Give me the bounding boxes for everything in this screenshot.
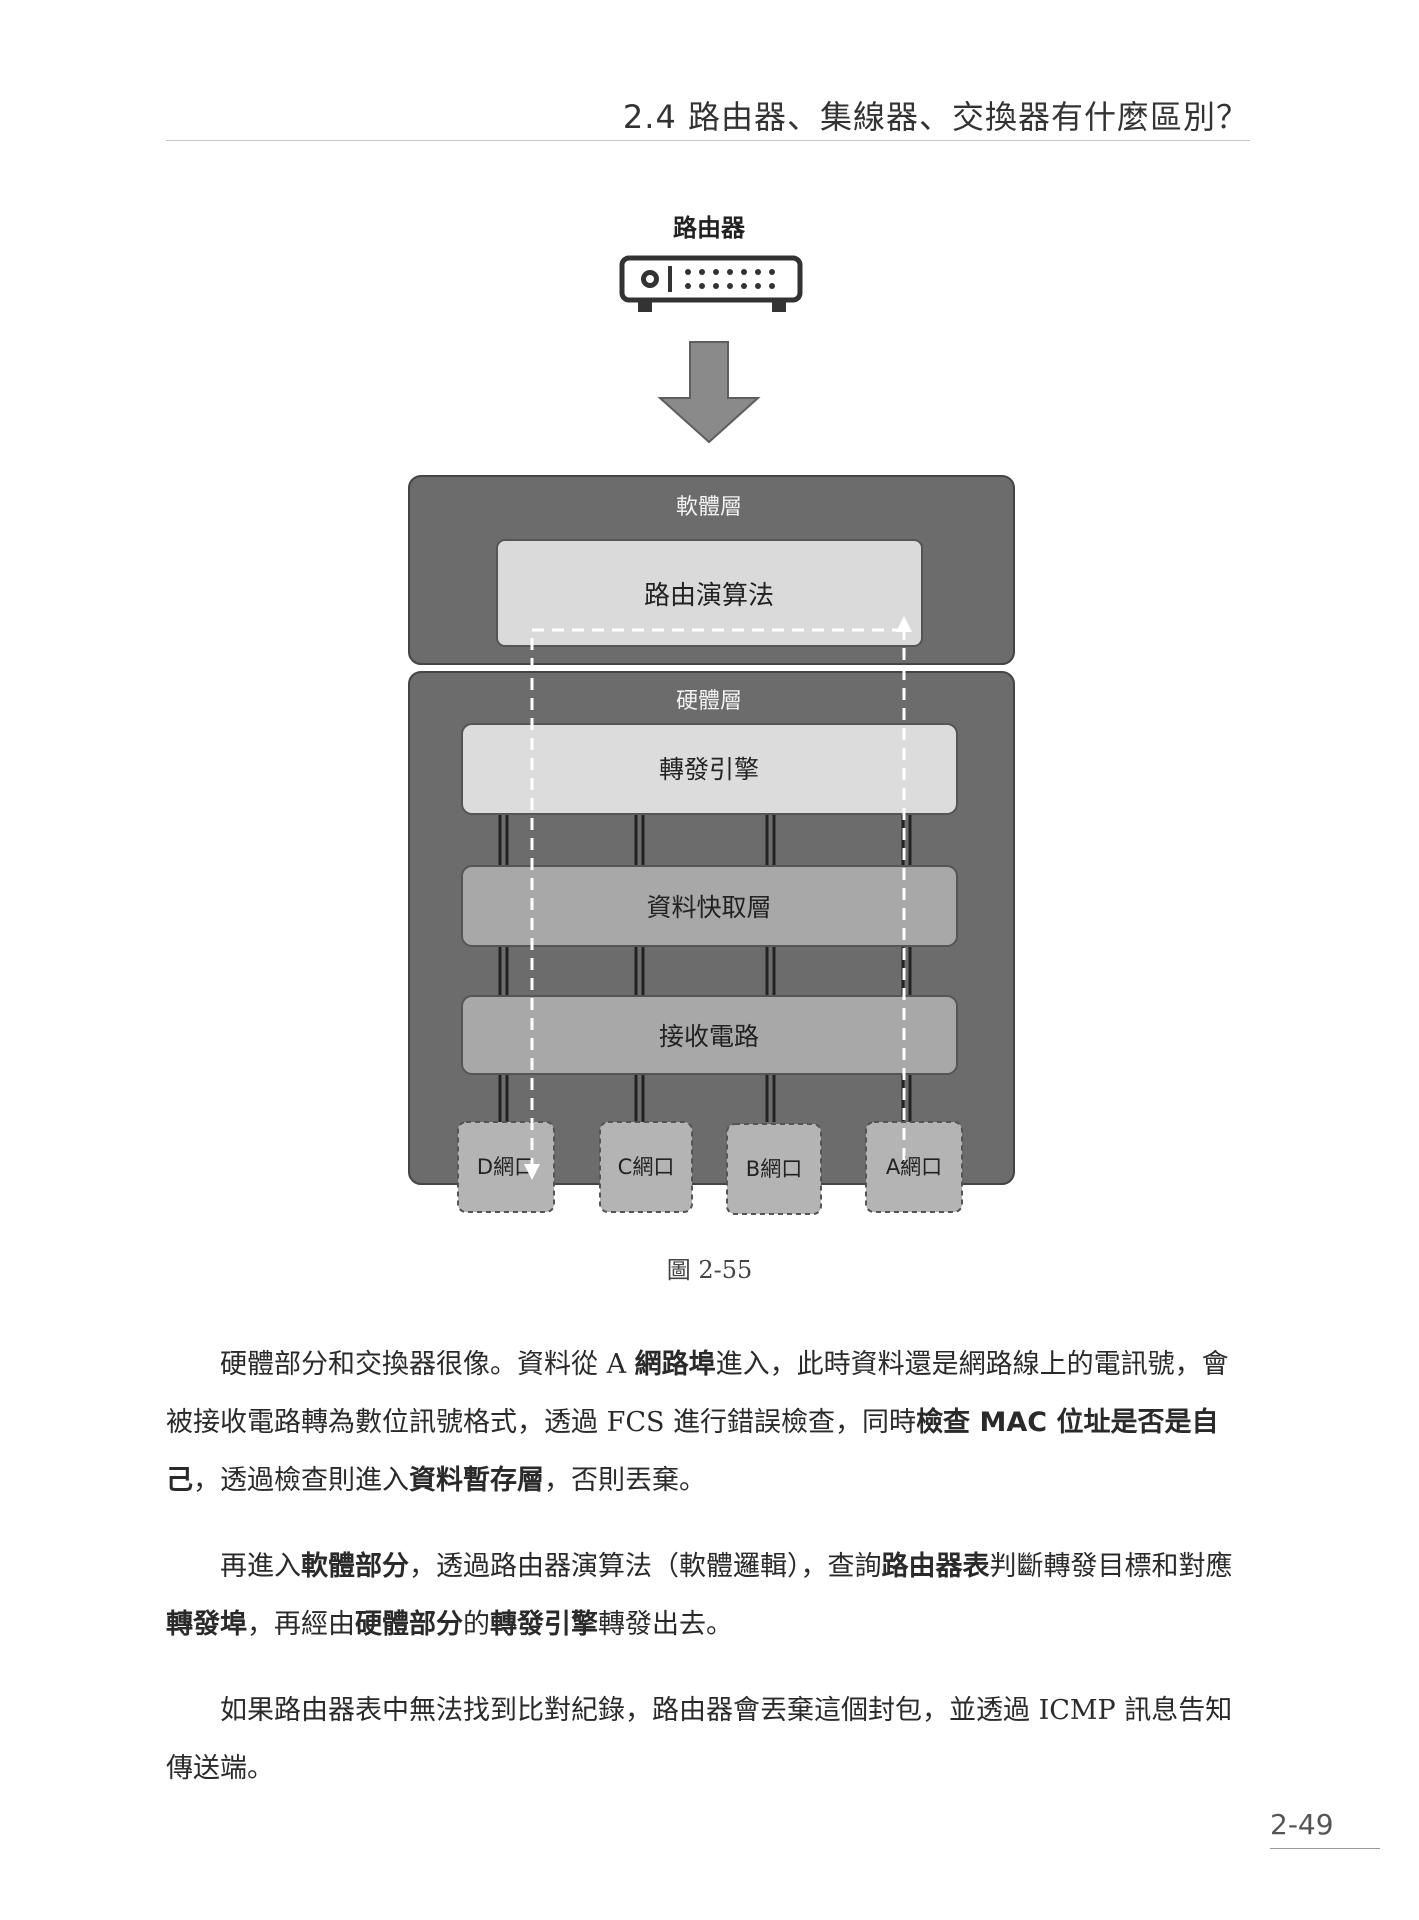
data-flow-path xyxy=(530,626,906,1172)
data-cache-label: 資料快取層 xyxy=(646,893,771,922)
emphasis-text: 路由器表 xyxy=(881,1551,990,1582)
paragraph-text: ，透過檢查則進入 xyxy=(193,1465,409,1496)
figure-caption: 圖 2-55 xyxy=(666,1256,753,1284)
page-number: 2-49 xyxy=(1270,1808,1334,1841)
paragraph-text: 轉發出去。 xyxy=(598,1609,733,1640)
router-icon xyxy=(619,255,803,312)
receive-circuit-label: 接收電路 xyxy=(659,1022,759,1051)
router-label: 路由器 xyxy=(673,214,746,242)
port-d xyxy=(457,1121,555,1213)
paragraph-text: 進入，此時資料還是網路線上的電訊號，會被接收電路轉為數位訊號格式，透過 FCS … xyxy=(166,1349,1229,1438)
forwarding-engine-module xyxy=(461,723,958,815)
paragraph-3: 如果路由器表中無法找到比對紀錄，路由器會丟棄這個封包，並透過 ICMP 訊息告知… xyxy=(166,1682,1250,1798)
paragraph-text: 如果路由器表中無法找到比對紀錄，路由器會丟棄這個封包，並透過 ICMP 訊息告知… xyxy=(166,1695,1233,1784)
forwarding-engine-label: 轉發引擎 xyxy=(659,755,759,784)
emphasis-text: 硬體部分 xyxy=(355,1609,463,1640)
paragraph-text: ，再經由 xyxy=(247,1609,355,1640)
flow-arrow-down-icon xyxy=(524,1164,540,1180)
software-layer-label: 軟體層 xyxy=(676,495,742,520)
routing-algorithm-module xyxy=(496,539,923,647)
bus-lines xyxy=(498,814,912,1122)
port-b xyxy=(726,1123,822,1215)
paragraph-text: 硬體部分和交換器很像。資料從 A xyxy=(220,1349,635,1380)
running-header: 2.4 路由器、集線器、交換器有什麼區別？ xyxy=(622,98,1249,136)
emphasis-text: 轉發埠 xyxy=(166,1609,247,1640)
hardware-layer-label: 硬體層 xyxy=(676,689,742,714)
emphasis-text: 網路埠 xyxy=(634,1349,716,1380)
emphasis-text: 資料暫存層 xyxy=(409,1465,544,1496)
paragraph-text: 的 xyxy=(463,1609,490,1640)
emphasis-text: 轉發引擎 xyxy=(490,1609,598,1640)
header-rule xyxy=(166,140,1250,141)
footer-rule xyxy=(1270,1848,1380,1849)
routing-algorithm-label: 路由演算法 xyxy=(644,581,774,611)
port-b-label: B網口 xyxy=(746,1157,802,1181)
router-architecture-diagram: 路由器 軟體層 路由演算法 硬體層 xyxy=(408,214,1015,1215)
port-d-label: D網口 xyxy=(477,1155,535,1179)
paragraph-text: 再進入 xyxy=(220,1551,301,1582)
data-cache-module xyxy=(461,865,958,947)
paragraph-2: 再進入軟體部分，透過路由器演算法（軟體邏輯），查詢路由器表判斷轉發目標和對應轉發… xyxy=(166,1538,1250,1654)
port-c-label: C網口 xyxy=(618,1155,675,1179)
paragraph-text: ，否則丟棄。 xyxy=(544,1465,706,1496)
port-a xyxy=(865,1121,963,1213)
emphasis-text: 軟體部分 xyxy=(301,1551,409,1582)
paragraph-text: 判斷轉發目標和對應 xyxy=(989,1551,1233,1582)
body-text: 硬體部分和交換器很像。資料從 A 網路埠進入，此時資料還是網路線上的電訊號，會被… xyxy=(166,1336,1250,1826)
flow-arrow-up-icon xyxy=(896,616,912,632)
emphasis-text: 檢查 MAC 位址是否是自己 xyxy=(166,1407,1219,1496)
paragraph-text: ，透過路由器演算法（軟體邏輯），查詢 xyxy=(409,1551,882,1582)
port-c xyxy=(599,1121,693,1213)
down-arrow-icon xyxy=(657,341,761,444)
port-a-label: A網口 xyxy=(886,1155,942,1179)
receive-circuit-module xyxy=(461,995,958,1075)
paragraph-1: 硬體部分和交換器很像。資料從 A 網路埠進入，此時資料還是網路線上的電訊號，會被… xyxy=(166,1336,1250,1510)
